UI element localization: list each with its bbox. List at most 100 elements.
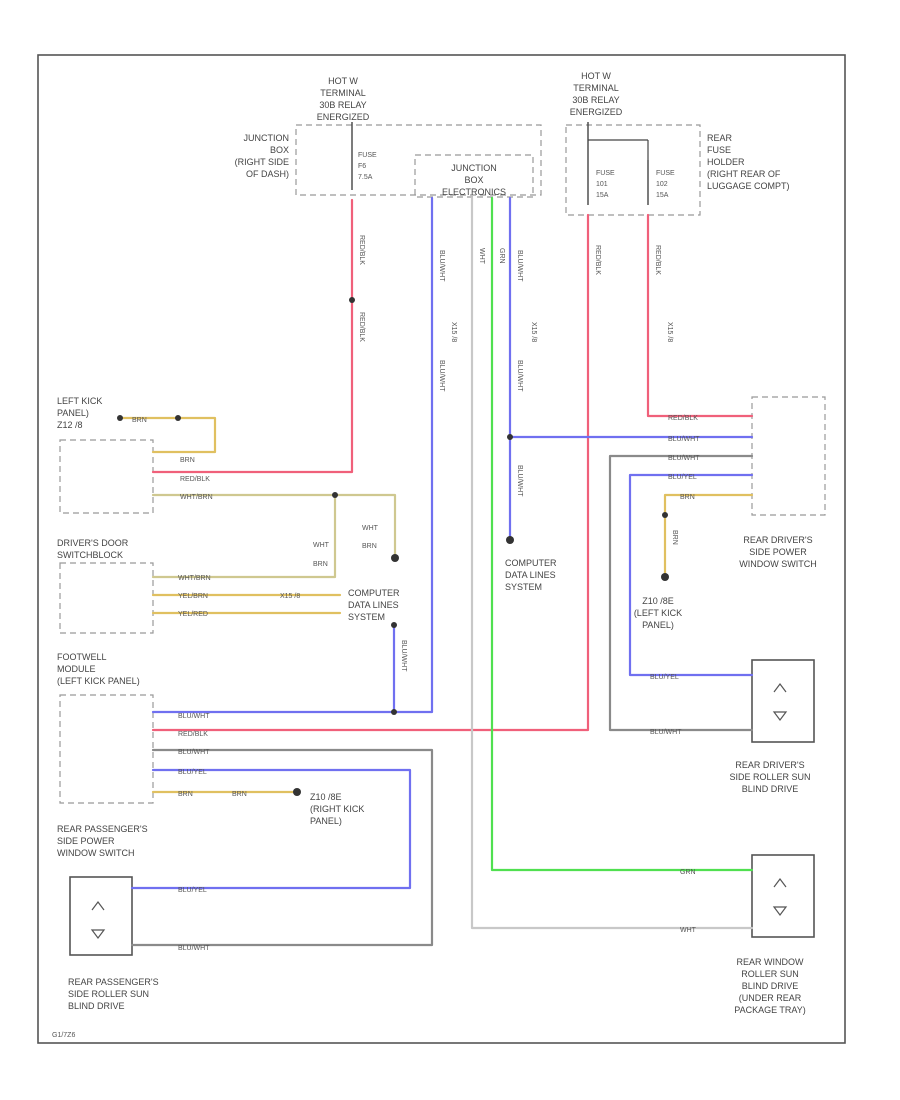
rear-drv-blind-line: REAR DRIVER'S xyxy=(735,760,804,770)
splice-dot xyxy=(507,434,513,440)
jb-dash-line: BOX xyxy=(270,145,289,155)
wire-label-bluwht-v6: BLU/WHT xyxy=(400,640,407,672)
rear-fuse-holder-line: FUSE xyxy=(707,145,731,155)
rear-pass-switch-line: SIDE POWER xyxy=(57,836,115,846)
wire-label-bluwht-h4: BLU/WHT xyxy=(668,436,700,443)
wire-label-brn-h4: BRN xyxy=(178,791,193,798)
motor-symbol-rear-pass xyxy=(90,901,106,939)
hot-left-line: HOT W xyxy=(328,76,358,86)
right-kick-line: Z10 /8E xyxy=(310,792,342,802)
cdl-left-line: COMPUTER xyxy=(348,588,400,598)
wire-label-redblk-v2: RED/BLK xyxy=(358,312,365,342)
fuse-101-line: 101 xyxy=(596,181,608,188)
wire-label-bluyel-h1: BLU/YEL xyxy=(178,769,207,776)
rear-drv-switch-line: WINDOW SWITCH xyxy=(739,559,816,569)
rear-drv-blind-line: SIDE ROLLER SUN xyxy=(729,772,810,782)
rear-fuse-holder-line: (RIGHT REAR OF xyxy=(707,169,781,179)
wire-gray-rear-drv xyxy=(608,454,754,732)
hot-left-line: 30B RELAY xyxy=(319,100,366,110)
hot-right-line: TERMINAL xyxy=(573,83,619,93)
wire-label-bluwht-h2: BLU/WHT xyxy=(178,749,210,756)
right-kick-line: PANEL) xyxy=(310,816,342,826)
z10-left-line: Z10 /8E xyxy=(642,596,674,606)
rear-pass-switch-line: REAR PASSENGER'S xyxy=(57,824,148,834)
jb-elec-line: JUNCTION xyxy=(451,163,497,173)
wire-label-bluwht-h3: BLU/WHT xyxy=(178,945,210,952)
fuse-f6-line: 7.5A xyxy=(358,174,373,181)
rear-window-blind-line: (UNDER REAR xyxy=(739,993,802,1003)
jb-dash-line: OF DASH) xyxy=(246,169,289,179)
hot-right-line: ENERGIZED xyxy=(570,107,623,117)
footwell-line: (LEFT KICK PANEL) xyxy=(57,676,140,686)
jb-dash-line: JUNCTION xyxy=(244,133,290,143)
ground-dot xyxy=(661,573,669,581)
wire-red-fuse-102 xyxy=(646,213,754,418)
motor-symbol-rear-drv xyxy=(772,683,788,721)
jb-elec-line: BOX xyxy=(464,175,483,185)
wire-label-brn-h6: BRN xyxy=(680,494,695,501)
splice-dot xyxy=(391,709,397,715)
hot-left-line: ENERGIZED xyxy=(317,112,370,122)
fuse-f6-line: FUSE xyxy=(358,152,377,159)
rear-pass-blind-line: REAR PASSENGER'S xyxy=(68,977,159,987)
rear-drv-switch-line: SIDE POWER xyxy=(749,547,807,557)
wire-label-bluwht-h1: BLU/WHT xyxy=(178,713,210,720)
wire-blue-left xyxy=(151,196,434,714)
wire-label-x-v2: X15 /8 xyxy=(530,322,537,342)
fuse-f6-line: F6 xyxy=(358,163,366,170)
hot-right-line: HOT W xyxy=(581,71,611,81)
wire-label-yelred-h: YEL/RED xyxy=(178,611,208,618)
splice-dot xyxy=(117,415,123,421)
ground-dot xyxy=(391,554,399,562)
drivers-door-switchblock-box xyxy=(59,562,154,634)
wire-gray-rear-pass xyxy=(130,748,434,947)
wire-label-grn-h: GRN xyxy=(680,869,696,876)
rear-drivers-blind-motor xyxy=(751,659,815,743)
ground-dot xyxy=(293,788,301,796)
wire-label-redblk-h1: RED/BLK xyxy=(180,476,210,483)
fuse-102-line: FUSE xyxy=(656,170,675,177)
wire-green xyxy=(490,196,754,872)
left-kick-line: LEFT KICK xyxy=(57,396,102,406)
wire-white xyxy=(470,196,754,930)
cdl-center-line: DATA LINES xyxy=(505,570,556,580)
wire-label-bluyel-h2: BLU/YEL xyxy=(178,887,207,894)
wire-label-bluyel-h3: BLU/YEL xyxy=(668,474,697,481)
rear-pass-blind-line: SIDE ROLLER SUN xyxy=(68,989,149,999)
fuse-102-line: 15A xyxy=(656,192,669,199)
footwell-module-box xyxy=(59,694,154,804)
rear-pass-blind-line: BLIND DRIVE xyxy=(68,1001,125,1011)
splice-dot xyxy=(349,297,355,303)
footwell-line: FOOTWELL xyxy=(57,652,107,662)
diagram-frame xyxy=(37,54,846,1044)
wire-label-brn-splice: BRN xyxy=(362,543,377,550)
wire-blue-rear-drv xyxy=(628,473,754,677)
wire-red-fuse-f6 xyxy=(151,198,354,474)
wire-label-wht-h2: WHT xyxy=(680,927,697,934)
cdl-left-line: SYSTEM xyxy=(348,612,385,622)
wire-label-bluwht-h6: BLU/WHT xyxy=(650,729,682,736)
splice-dot xyxy=(391,622,397,628)
wire-label-bluyel-h4: BLU/YEL xyxy=(650,674,679,681)
wire-label-redblk-h3: RED/BLK xyxy=(668,415,698,422)
wire-label-redblk-h2: RED/BLK xyxy=(178,731,208,738)
wire-label-redblk-v4: RED/BLK xyxy=(654,245,661,275)
rear-fuse-holder-line: LUGGAGE COMPT) xyxy=(707,181,790,191)
wire-label-brn-h1: BRN xyxy=(132,417,147,424)
wire-label-x-h1: X15 /8 xyxy=(280,593,300,600)
fuse-101-line: FUSE xyxy=(596,170,615,177)
right-kick-line: (RIGHT KICK xyxy=(310,804,364,814)
wire-label-redblk-v1: RED/BLK xyxy=(358,235,365,265)
rear-drivers-window-switch-box xyxy=(751,396,826,516)
hot-left-line: TERMINAL xyxy=(320,88,366,98)
